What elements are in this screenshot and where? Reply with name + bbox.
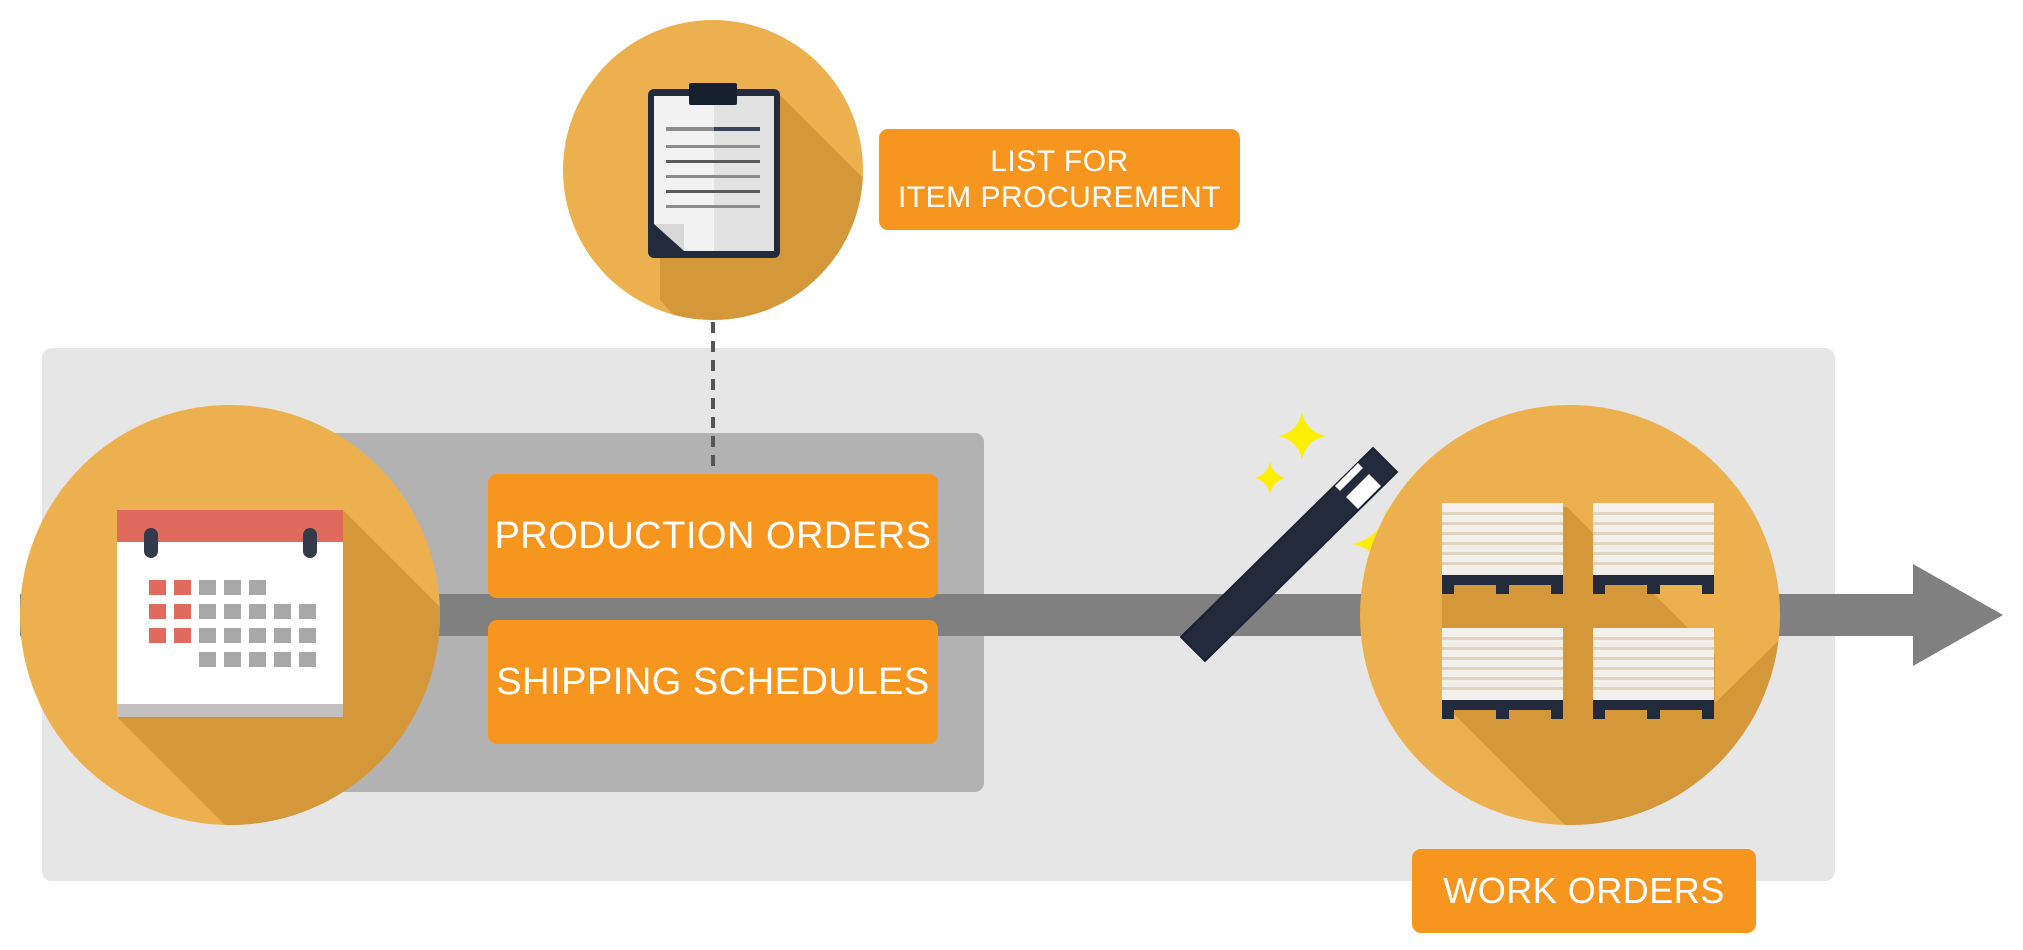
- shipping-schedules-label: SHIPPING SCHEDULES: [488, 620, 938, 744]
- pallet-top-right: [1593, 503, 1714, 594]
- pallet-icon: [1360, 405, 1780, 825]
- work-orders-text: WORK ORDERS: [1443, 870, 1725, 911]
- work-orders-label: WORK ORDERS: [1412, 849, 1756, 933]
- magic-wand-icon: [1179, 446, 1399, 663]
- production-orders-text: PRODUCTION ORDERS: [494, 514, 932, 557]
- list-for-item-procurement-label: LIST FOR ITEM PROCUREMENT: [879, 129, 1240, 230]
- clipboard-icon: [563, 20, 863, 320]
- pallet-bottom-right: [1593, 628, 1714, 719]
- pallet-bottom-left: [1442, 628, 1563, 719]
- production-orders-label: PRODUCTION ORDERS: [488, 474, 938, 598]
- calendar-icon: [20, 405, 440, 825]
- list-for-text: LIST FOR: [990, 144, 1129, 178]
- calendar-day-grid: [149, 580, 316, 667]
- shipping-schedules-text: SHIPPING SCHEDULES: [496, 660, 930, 703]
- pallet-top-left: [1442, 503, 1563, 594]
- item-procurement-text: ITEM PROCUREMENT: [898, 180, 1221, 214]
